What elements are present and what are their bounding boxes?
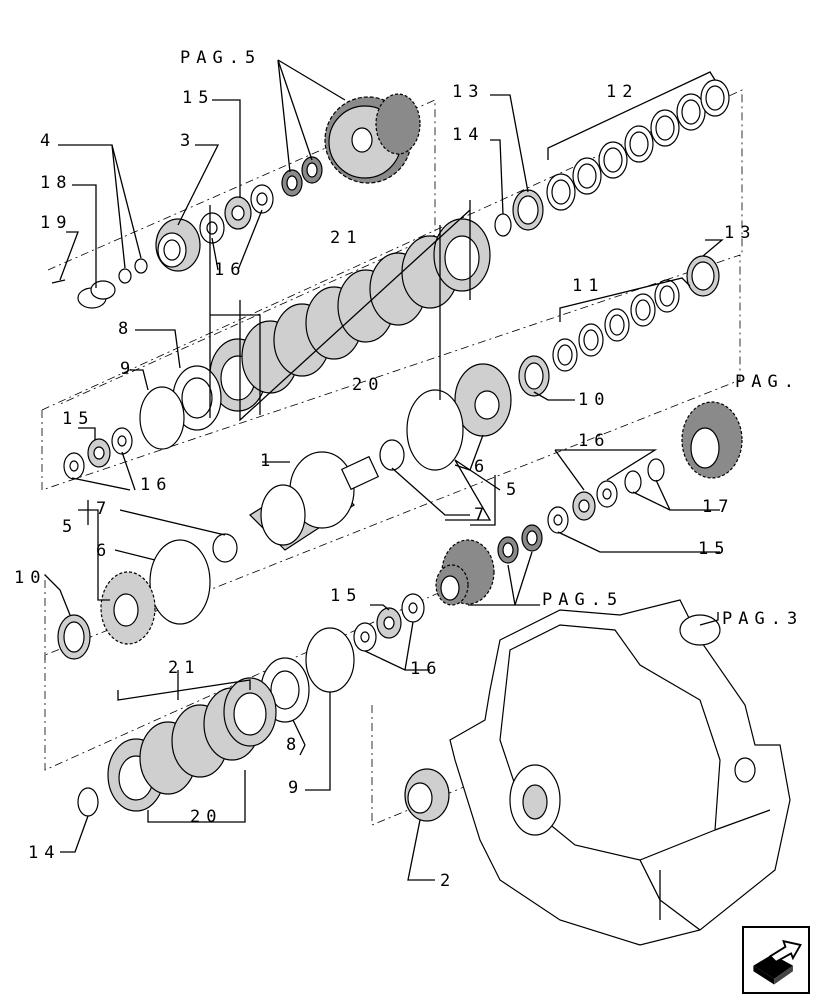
leader-lines [44, 59, 724, 881]
label-9-low: 9 [288, 778, 304, 798]
label-17: 17 [702, 497, 734, 517]
needle-bearings-mid [497, 524, 543, 564]
part-15-16-washers-mid [63, 427, 133, 480]
label-7-mid: 7 [474, 505, 490, 525]
part-18-bush [77, 280, 116, 309]
label-13-top: 13 [452, 82, 484, 102]
part-7-seal-low [212, 533, 238, 563]
label-14-low: 14 [28, 843, 60, 863]
label-15-top: 15 [182, 88, 214, 108]
part-13-ring-top [512, 189, 544, 231]
label-18: 18 [40, 173, 72, 193]
gear-right [681, 401, 743, 479]
part-3-bearing [155, 218, 201, 272]
label-8-low: 8 [286, 735, 302, 755]
part-19-pin [51, 279, 66, 284]
part-14-snap-ring-low [77, 787, 99, 817]
part-13-ring-right [686, 255, 720, 297]
label-4: 4 [40, 131, 56, 151]
label-pag-right: PAG. [735, 372, 800, 392]
label-5-mid: 5 [506, 480, 522, 500]
arrow-icon [753, 939, 802, 985]
part-7-seal-mid [379, 439, 405, 471]
label-5-low: 5 [62, 517, 78, 537]
label-13-right: 13 [724, 223, 756, 243]
part-10-ring-mid [518, 355, 550, 397]
callout-labels: PAG.5 15 3 4 18 19 16 21 13 14 12 13 11 … [14, 48, 803, 891]
dashed-frames [41, 89, 743, 826]
label-16-mid: 16 [140, 475, 172, 495]
label-1: 1 [260, 451, 276, 471]
label-12: 12 [606, 82, 638, 102]
label-16-right: 16 [578, 431, 610, 451]
part-12-discs [546, 79, 730, 211]
label-9-top: 9 [120, 359, 136, 379]
gear-top [324, 93, 421, 184]
part-14-snap-ring-top [494, 213, 512, 237]
next-page-button[interactable] [742, 926, 810, 994]
label-pag5-mid: PAG.5 [542, 590, 623, 610]
part-8-plate [172, 365, 222, 431]
label-2: 2 [440, 871, 456, 891]
part-10-ring-low [57, 614, 91, 660]
label-3: 3 [180, 131, 196, 151]
clutch-pack-lower [107, 677, 277, 812]
gear-mid [435, 539, 495, 606]
label-pag5-top: PAG.5 [180, 48, 261, 68]
label-20-top: 20 [352, 375, 384, 395]
label-15-low: 15 [330, 586, 362, 606]
label-pag3: PAG.3 [722, 609, 803, 629]
label-8-top: 8 [118, 319, 134, 339]
part-11-discs [552, 279, 680, 372]
label-15-mid: 15 [62, 409, 94, 429]
label-21-low: 21 [168, 658, 200, 678]
label-6-low: 6 [96, 541, 112, 561]
label-20-low: 20 [190, 807, 222, 827]
part-9-snap-ring-low [305, 627, 355, 693]
part-2-bearing [404, 768, 450, 822]
part-15-16-washers-top [199, 184, 274, 244]
label-7-low: 7 [96, 499, 112, 519]
label-19: 19 [40, 213, 72, 233]
part-6-seal-low [149, 539, 211, 625]
clutch-pack-upper [209, 218, 491, 412]
transmission-housing [449, 599, 791, 946]
needle-bearings-top [281, 156, 323, 197]
label-14-top: 14 [452, 125, 484, 145]
part-17-rings [624, 458, 665, 494]
part-4-rings [118, 258, 148, 284]
label-16-top: 16 [214, 260, 246, 280]
label-16-low: 16 [410, 659, 442, 679]
part-6-seal-mid [406, 389, 464, 471]
label-15-right: 15 [698, 539, 730, 559]
label-10-mid: 10 [578, 390, 610, 410]
label-21-top: 21 [330, 228, 362, 248]
part-5-piston-low [100, 571, 156, 645]
part-1-hub-shaft [249, 451, 380, 551]
label-11: 11 [572, 276, 604, 296]
part-9-snap-ring [139, 386, 185, 450]
label-6-mid: 6 [474, 457, 490, 477]
part-15-16-washers-low [353, 593, 425, 652]
part-15-16-washers-right [547, 480, 618, 534]
label-10-low: 10 [14, 568, 46, 588]
